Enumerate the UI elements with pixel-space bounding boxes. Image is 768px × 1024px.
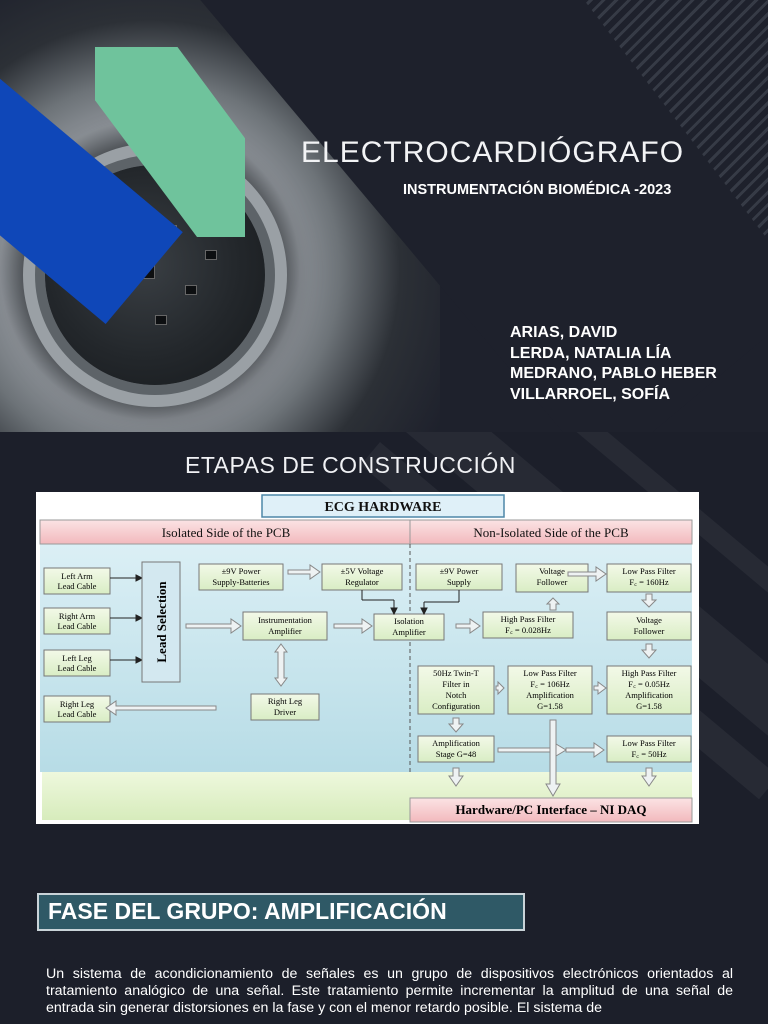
svg-text:Configuration: Configuration — [432, 701, 480, 711]
svg-text:Isolation: Isolation — [394, 616, 424, 626]
svg-text:High Pass Filter: High Pass Filter — [622, 668, 677, 678]
section-title: ETAPAS DE CONSTRUCCIÓN — [185, 452, 516, 478]
svg-text:Lead Cable: Lead Cable — [58, 621, 97, 631]
svg-text:Lead Cable: Lead Cable — [58, 581, 97, 591]
ni-daq-interface-box: Hardware/PC Interface – NI DAQ — [409, 797, 693, 823]
svg-text:±9V Power: ±9V Power — [440, 566, 479, 576]
phase-body-text: Un sistema de acondicionamiento de señal… — [46, 966, 733, 1016]
low-pass-filter-160-box: Low Pass Filter F꜀ = 160Hz — [606, 563, 692, 593]
author: LERDA, NATALIA LÍA — [510, 344, 672, 362]
author: ARIAS, DAVID — [510, 324, 618, 341]
diagram-title: ECG HARDWARE — [324, 500, 441, 515]
lead-selection-box: Lead Selection — [141, 561, 181, 683]
svg-text:Right Arm: Right Arm — [59, 611, 96, 621]
svg-text:Voltage: Voltage — [636, 615, 662, 625]
svg-text:Instrumentation: Instrumentation — [258, 615, 313, 625]
right-leg-driver-box: Right Leg Driver — [250, 693, 320, 721]
right-leg-cable-box: Right Leg Lead Cable — [43, 695, 111, 723]
svg-text:Lead Cable: Lead Cable — [58, 709, 97, 719]
svg-text:Right Leg: Right Leg — [60, 699, 95, 709]
svg-text:±9V Power: ±9V Power — [222, 566, 261, 576]
voltage-regulator-box: ±5V Voltage Regulator — [321, 563, 403, 591]
non-isolated-side-header: Non-Isolated Side of the PCB — [473, 525, 629, 540]
svg-text:Supply-Batteries: Supply-Batteries — [212, 577, 269, 587]
right-arm-cable-box: Right Arm Lead Cable — [43, 607, 111, 635]
svg-text:Amplification: Amplification — [432, 738, 480, 748]
author: MEDRANO, PABLO HEBER — [510, 365, 717, 382]
phase-title: FASE DEL GRUPO: AMPLIFICACIÓN — [48, 898, 447, 924]
phase-title-box: FASE DEL GRUPO: AMPLIFICACIÓN — [37, 893, 525, 931]
svg-text:G=1.58: G=1.58 — [537, 701, 563, 711]
svg-text:High Pass Filter: High Pass Filter — [501, 614, 556, 624]
svg-text:Stage G=48: Stage G=48 — [436, 749, 476, 759]
instrumentation-amplifier-box: Instrumentation Amplifier — [242, 611, 328, 641]
svg-text:Right Leg: Right Leg — [268, 696, 303, 706]
authors-list: ARIAS, DAVID LERDA, NATALIA LÍA MEDRANO,… — [510, 323, 717, 405]
high-pass-filter-0028-box: High Pass Filter F꜀ = 0.028Hz — [482, 611, 574, 639]
svg-text:Filter in: Filter in — [442, 679, 470, 689]
left-leg-cable-box: Left Leg Lead Cable — [43, 649, 111, 677]
svg-text:Low Pass Filter: Low Pass Filter — [523, 668, 577, 678]
svg-text:F꜀ = 0.05Hz: F꜀ = 0.05Hz — [628, 679, 670, 689]
cover-hero: ELECTROCARDIÓGRAFO INSTRUMENTACIÓN BIOMÉ… — [0, 0, 768, 432]
isolated-side-header: Isolated Side of the PCB — [162, 525, 291, 540]
svg-text:Notch: Notch — [446, 690, 468, 700]
low-pass-filter-106-box: Low Pass Filter F꜀ = 106Hz Amplification… — [507, 665, 593, 715]
svg-text:Hardware/PC Interface – NI DAQ: Hardware/PC Interface – NI DAQ — [455, 802, 646, 817]
svg-text:F꜀ = 106Hz: F꜀ = 106Hz — [530, 679, 570, 689]
svg-text:Amplifier: Amplifier — [268, 626, 302, 636]
power-supply-box: ±9V Power Supply — [415, 563, 503, 591]
svg-text:Left Leg: Left Leg — [62, 653, 92, 663]
high-pass-filter-005-box: High Pass Filter F꜀ = 0.05Hz Amplificati… — [606, 665, 692, 715]
svg-text:±5V Voltage: ±5V Voltage — [341, 566, 384, 576]
amplification-stage-box: Amplification Stage G=48 — [417, 735, 495, 763]
svg-text:Follower: Follower — [537, 577, 568, 587]
svg-text:Amplifier: Amplifier — [392, 627, 426, 637]
svg-text:Amplification: Amplification — [526, 690, 574, 700]
svg-text:Regulator: Regulator — [345, 577, 379, 587]
svg-text:Amplification: Amplification — [625, 690, 673, 700]
voltage-follower-2-box: Voltage Follower — [606, 611, 692, 641]
ecg-hardware-diagram: ECG HARDWARE Isolated Side of the PCB No… — [36, 492, 699, 824]
document-title: ELECTROCARDIÓGRAFO — [301, 136, 685, 169]
low-pass-filter-50-box: Low Pass Filter F꜀ = 50Hz — [606, 735, 692, 763]
svg-text:Lead Cable: Lead Cable — [58, 663, 97, 673]
author: VILLARROEL, SOFÍA — [510, 385, 670, 403]
twin-t-notch-filter-box: 50Hz Twin-T Filter in Notch Configuratio… — [417, 665, 495, 715]
svg-text:Low Pass Filter: Low Pass Filter — [622, 566, 676, 576]
svg-text:Supply: Supply — [447, 577, 472, 587]
svg-text:F꜀ = 50Hz: F꜀ = 50Hz — [631, 749, 666, 759]
left-arm-cable-box: Left Arm Lead Cable — [43, 567, 111, 595]
svg-text:50Hz Twin-T: 50Hz Twin-T — [433, 668, 480, 678]
svg-text:Driver: Driver — [274, 707, 296, 717]
svg-text:Lead Selection: Lead Selection — [154, 581, 169, 663]
svg-text:Left Arm: Left Arm — [61, 571, 93, 581]
power-batteries-box: ±9V Power Supply-Batteries — [198, 563, 284, 591]
svg-text:F꜀ = 160Hz: F꜀ = 160Hz — [629, 577, 669, 587]
svg-text:Low Pass Filter: Low Pass Filter — [622, 738, 676, 748]
document-subtitle: INSTRUMENTACIÓN BIOMÉDICA -2023 — [403, 182, 672, 198]
isolation-amplifier-box: Isolation Amplifier — [373, 613, 445, 641]
svg-text:G=1.58: G=1.58 — [636, 701, 662, 711]
voltage-follower-box: Voltage Follower — [515, 563, 589, 593]
svg-text:Voltage: Voltage — [539, 566, 565, 576]
svg-text:Follower: Follower — [634, 626, 665, 636]
svg-text:F꜀ = 0.028Hz: F꜀ = 0.028Hz — [505, 625, 551, 635]
